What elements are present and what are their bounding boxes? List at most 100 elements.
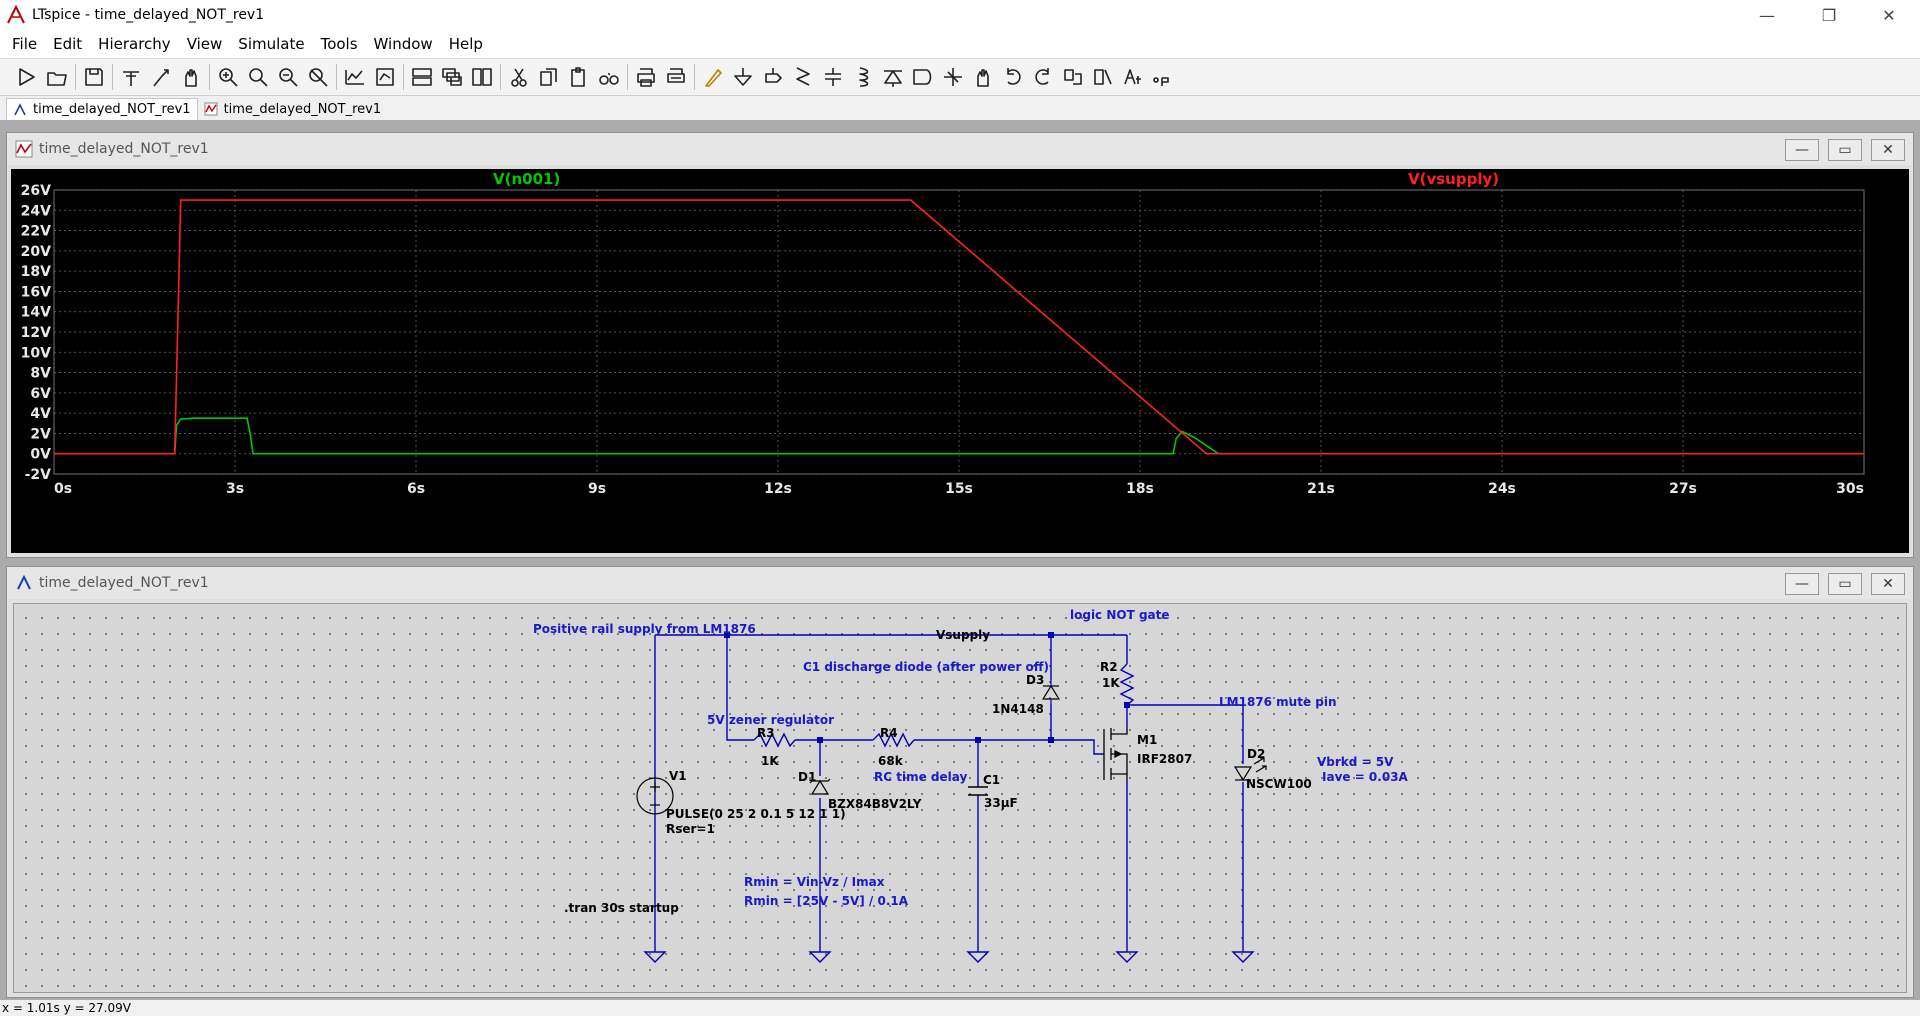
cascade-button[interactable]: [437, 62, 467, 92]
probe-button[interactable]: [146, 62, 176, 92]
ref-v1[interactable]: V1: [669, 769, 687, 783]
menu-simulate[interactable]: Simulate: [238, 35, 305, 53]
schematic-minimize-button[interactable]: —: [1785, 573, 1819, 595]
resistor-button[interactable]: [788, 62, 818, 92]
label-zener-reg[interactable]: 5V zener regulator: [707, 713, 834, 727]
inductor-button[interactable]: [848, 62, 878, 92]
pan-hand-icon: [185, 69, 197, 87]
tile-vertical-button[interactable]: [467, 62, 497, 92]
ref-d2[interactable]: D2: [1247, 747, 1265, 761]
print-setup-button[interactable]: [661, 62, 691, 92]
control-panel-button[interactable]: [116, 62, 146, 92]
label-net-button[interactable]: [758, 62, 788, 92]
ground-symbol: [1231, 951, 1255, 963]
tab-waveform[interactable]: time_delayed_NOT_rev1: [198, 98, 388, 120]
zoom-area-button[interactable]: [243, 62, 273, 92]
value-d1[interactable]: BZX84B8V2LY: [828, 797, 922, 811]
waveform-close-button[interactable]: ✕: [1871, 139, 1905, 161]
run-button[interactable]: [12, 62, 42, 92]
ref-m1[interactable]: M1: [1137, 733, 1157, 747]
schematic-window-titlebar[interactable]: time_delayed_NOT_rev1: [7, 567, 1913, 599]
zoom-fit-button[interactable]: [370, 62, 400, 92]
label-iave[interactable]: Iave = 0.03A: [1322, 770, 1409, 784]
cut-button[interactable]: [504, 62, 534, 92]
restore-button[interactable]: ❐: [1821, 5, 1837, 25]
menu-view[interactable]: View: [186, 35, 223, 53]
schematic-maximize-button[interactable]: ▭: [1828, 573, 1862, 595]
label-logic-not[interactable]: logic NOT gate: [1070, 608, 1170, 622]
resistor-r2: [1119, 663, 1135, 706]
open-button[interactable]: [42, 62, 72, 92]
trace-legend-label[interactable]: V(vsupply): [1408, 170, 1499, 188]
ref-d3[interactable]: D3: [1026, 673, 1044, 687]
draw-wire-button[interactable]: [698, 62, 728, 92]
tile-horizontal-button[interactable]: [407, 62, 437, 92]
find-button[interactable]: [594, 62, 624, 92]
text-button[interactable]: [1118, 62, 1148, 92]
value-r2[interactable]: 1K: [1102, 676, 1120, 690]
label-rmin1[interactable]: Rmin = Vin-Vz / Imax: [744, 875, 885, 889]
menu-file[interactable]: File: [12, 35, 38, 53]
capacitor-button[interactable]: [818, 62, 848, 92]
menu-hierarchy[interactable]: Hierarchy: [98, 35, 171, 53]
spice-directive-button[interactable]: [1148, 62, 1178, 92]
zoom-out-button[interactable]: [273, 62, 303, 92]
schematic-close-button[interactable]: ✕: [1871, 573, 1905, 595]
ref-c1[interactable]: C1: [983, 773, 1000, 787]
ref-r4[interactable]: R4: [880, 726, 898, 740]
zoom-cancel-button[interactable]: [303, 62, 333, 92]
copy-button[interactable]: [534, 62, 564, 92]
mirror-button[interactable]: [1088, 62, 1118, 92]
schematic-canvas[interactable]: logic NOT gate Positive rail supply from…: [13, 603, 1907, 993]
spice-directive-tran[interactable]: .tran 30s startup: [564, 901, 679, 915]
value-c1[interactable]: 33µF: [984, 796, 1018, 810]
value-r3[interactable]: 1K: [761, 754, 779, 768]
diode-button[interactable]: [878, 62, 908, 92]
redo-button[interactable]: [1028, 62, 1058, 92]
value-v1-pulse[interactable]: PULSE(0 25 2 0.1 5 12 1 1): [666, 807, 846, 821]
x-tick-label: 30s: [1836, 481, 1864, 497]
label-vbrkd[interactable]: Vbrkd = 5V: [1317, 755, 1394, 769]
menu-help[interactable]: Help: [448, 35, 483, 53]
menu-edit[interactable]: Edit: [53, 35, 83, 53]
ref-d1[interactable]: D1: [798, 770, 816, 784]
value-r4[interactable]: 68k: [878, 754, 904, 768]
value-d2[interactable]: NSCW100: [1246, 777, 1312, 791]
menu-window[interactable]: Window: [373, 35, 433, 53]
print-icon: [637, 68, 655, 87]
move-button[interactable]: [938, 62, 968, 92]
label-positive-rail[interactable]: Positive rail supply from LM1876: [533, 622, 756, 636]
ref-r3[interactable]: R3: [757, 726, 775, 740]
save-button[interactable]: [79, 62, 109, 92]
paste-button[interactable]: [564, 62, 594, 92]
label-c1-discharge[interactable]: C1 discharge diode (after power off): [803, 660, 1049, 674]
net-label-vsupply[interactable]: Vsupply: [936, 628, 990, 642]
tab-schematic[interactable]: time_delayed_NOT_rev1: [6, 98, 198, 120]
undo-button[interactable]: [998, 62, 1028, 92]
trace-legend-label[interactable]: V(n001): [493, 170, 560, 188]
autorange-button[interactable]: [340, 62, 370, 92]
value-m1[interactable]: IRF2807: [1137, 752, 1192, 766]
y-tick-label: 18V: [21, 264, 51, 280]
waveform-window-titlebar[interactable]: time_delayed_NOT_rev1: [7, 133, 1913, 165]
label-rc-delay[interactable]: RC time delay: [874, 770, 967, 784]
value-v1-rser[interactable]: Rser=1: [666, 822, 715, 836]
rotate-button[interactable]: [1058, 62, 1088, 92]
value-d3[interactable]: 1N4148: [992, 702, 1044, 716]
label-rmin2[interactable]: Rmin = [25V - 5V] / 0.1A: [744, 894, 909, 908]
ref-r2[interactable]: R2: [1100, 660, 1118, 674]
label-mute-pin[interactable]: LM1876 mute pin: [1219, 695, 1337, 709]
waveform-maximize-button[interactable]: ▭: [1828, 139, 1862, 161]
zoom-in-button[interactable]: [213, 62, 243, 92]
drag-button[interactable]: [968, 62, 998, 92]
print-button[interactable]: [631, 62, 661, 92]
pan-hand-button[interactable]: [176, 62, 206, 92]
ground-button[interactable]: [728, 62, 758, 92]
component-button[interactable]: [908, 62, 938, 92]
minimize-button[interactable]: —: [1759, 5, 1775, 25]
close-icon: ✕: [1882, 142, 1894, 158]
waveform-minimize-button[interactable]: —: [1785, 139, 1819, 161]
close-button[interactable]: ✕: [1882, 5, 1896, 25]
menu-tools[interactable]: Tools: [320, 35, 358, 53]
